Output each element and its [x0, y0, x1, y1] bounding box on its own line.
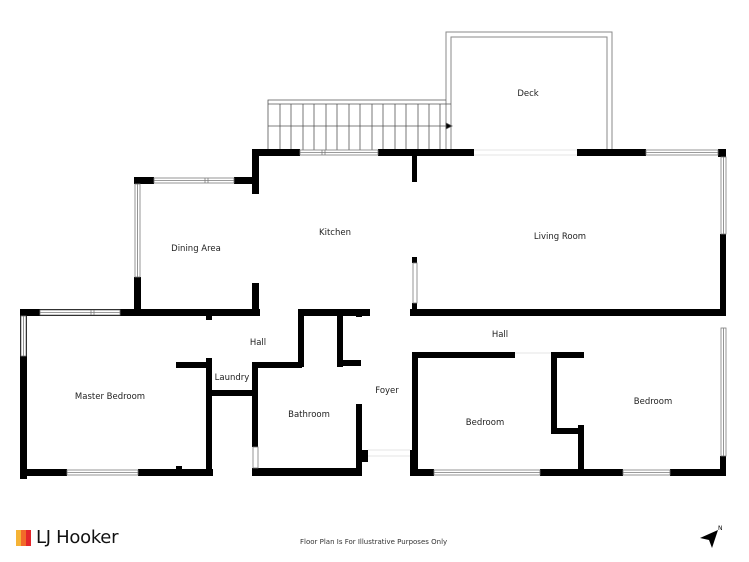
openings	[368, 149, 577, 457]
logo-mark-icon	[16, 529, 31, 546]
room-label-bedroom-1: Bedroom	[465, 418, 505, 428]
room-label-kitchen: Kitchen	[319, 228, 351, 238]
windows	[20, 149, 727, 476]
walls	[20, 149, 726, 479]
brand-logo: LJ Hooker	[16, 527, 118, 548]
north-arrow-icon: N	[700, 525, 723, 548]
room-label-bedroom-2: Bedroom	[633, 397, 673, 407]
room-label-deck: Deck	[517, 89, 539, 99]
room-label-dining-area: Dining Area	[171, 244, 221, 254]
room-label-living-room: Living Room	[533, 232, 587, 242]
stairs	[267, 99, 453, 150]
room-label-hall-left: Hall	[249, 338, 267, 348]
disclaimer-text: Floor Plan Is For Illustrative Purposes …	[300, 538, 448, 546]
room-label-bathroom: Bathroom	[288, 410, 330, 420]
room-label-master-bedroom: Master Bedroom	[74, 392, 146, 402]
room-label-hall-right: Hall	[491, 330, 509, 340]
room-label-foyer: Foyer	[375, 386, 399, 396]
brand-name: LJ Hooker	[36, 527, 119, 548]
svg-text:N: N	[718, 525, 723, 532]
deck-outline	[445, 31, 613, 150]
room-label-laundry: Laundry	[214, 373, 250, 383]
